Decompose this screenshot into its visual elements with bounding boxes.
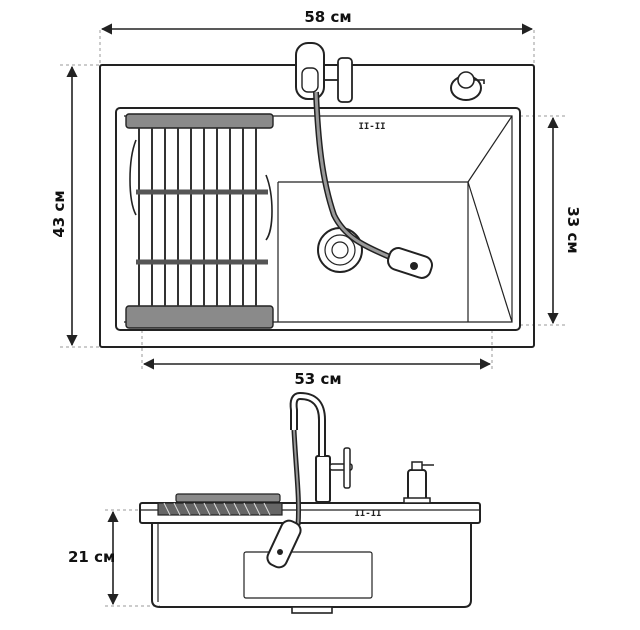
side-sink-bowl (151, 523, 472, 608)
side-label-plate (243, 551, 373, 599)
bowl-width-label: 53 см (294, 370, 341, 388)
overflow-marking: II-II (358, 122, 385, 132)
soap-dispenser-icon (450, 71, 485, 101)
side-view: 21 см II-II (68, 391, 481, 614)
faucet-icon (295, 42, 433, 279)
side-overflow-marking: II-II (354, 509, 381, 519)
side-dish-rack (157, 493, 283, 516)
dish-rack (125, 113, 274, 329)
side-sink-rim (139, 502, 481, 524)
top-view: 58 см 43 см 33 см 53 см II-II (50, 8, 582, 388)
depth-label: 43 см (50, 190, 68, 237)
width-label: 58 см (304, 8, 351, 26)
side-faucet-icon (266, 391, 353, 569)
bowl-depth-label: 33 см (564, 206, 582, 253)
drain-icon (317, 227, 363, 273)
height-label: 21 см (68, 548, 115, 566)
side-soap-dispenser-icon (403, 461, 434, 504)
